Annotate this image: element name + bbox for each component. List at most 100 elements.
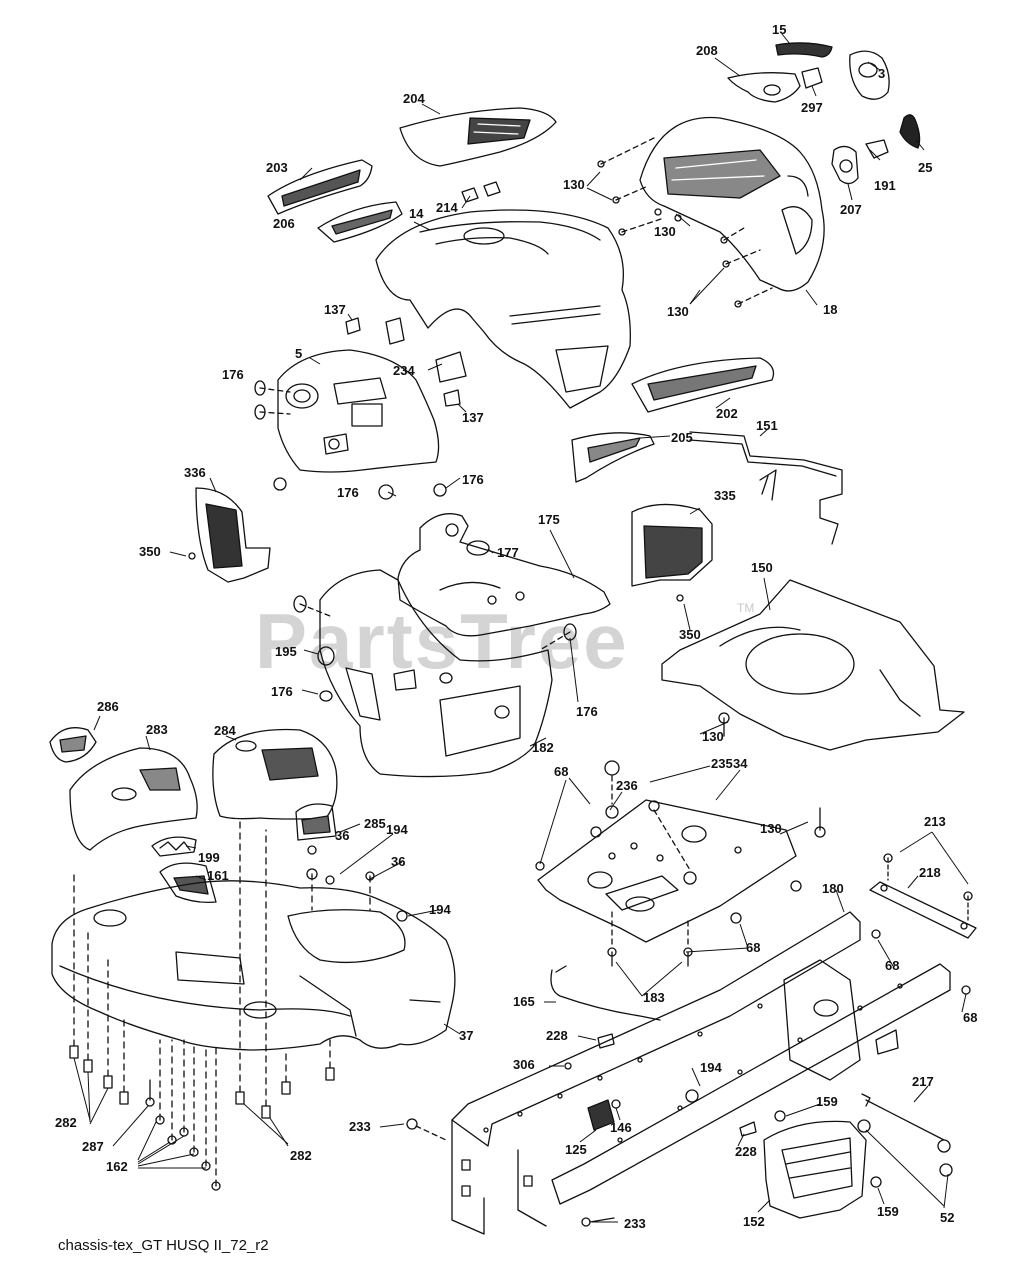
part-34-plate [537, 799, 797, 943]
screw-350-b [676, 594, 684, 602]
part-175-dash-support [397, 513, 611, 637]
part-206-grille [317, 201, 403, 243]
callout-203: 203 [266, 160, 288, 175]
part-283-cover [69, 747, 198, 851]
callout-208: 208 [696, 43, 718, 58]
callout-284: 284 [214, 723, 236, 738]
callout-236: 236 [616, 778, 638, 793]
part-191-clip [865, 139, 889, 159]
callout-159-a: 159 [816, 1094, 838, 1109]
callout-177: 177 [497, 545, 519, 560]
part-297-clip [801, 67, 823, 89]
callout-235: 235 [711, 756, 733, 771]
part-180-frame [451, 911, 951, 1235]
part-14-hood [375, 209, 631, 409]
callout-36-a: 36 [335, 828, 349, 843]
callout-15: 15 [772, 22, 786, 37]
part-218-bracket [869, 853, 977, 995]
callout-161: 161 [207, 868, 229, 883]
part-151-brackets [689, 431, 843, 545]
callout-199: 199 [198, 850, 220, 865]
part-165-rod [550, 965, 661, 1021]
callout-195: 195 [275, 644, 297, 659]
part-150-floor-pan [661, 579, 965, 751]
part-207-housing [831, 145, 859, 185]
fender-leaders [73, 819, 371, 1187]
part-37-fender [51, 880, 456, 1051]
callout-125: 125 [565, 1142, 587, 1157]
callout-176-c: 176 [462, 472, 484, 487]
callout-5: 5 [295, 346, 302, 361]
callout-165: 165 [513, 994, 535, 1009]
part-202-grille [631, 357, 775, 413]
callout-350-b: 350 [679, 627, 701, 642]
watermark: PartsTree TM [255, 597, 754, 685]
callout-335: 335 [714, 488, 736, 503]
callout-286: 286 [97, 699, 119, 714]
part-214-clips [461, 181, 501, 203]
plate-leaders [611, 775, 691, 945]
callout-159-b: 159 [877, 1204, 899, 1219]
part-199-strip [151, 836, 197, 857]
callout-176-e: 176 [576, 704, 598, 719]
part-3-headlight [849, 50, 890, 100]
callout-130-e: 130 [760, 821, 782, 836]
callout-297: 297 [801, 100, 823, 115]
screw-350-a [188, 552, 196, 560]
callout-206: 206 [273, 216, 295, 231]
callout-233-a: 233 [349, 1119, 371, 1134]
callout-204: 204 [403, 91, 425, 106]
part-336-side-grille [195, 487, 271, 583]
callout-162: 162 [106, 1159, 128, 1174]
callout-233-b: 233 [624, 1216, 646, 1231]
callout-194-a: 194 [386, 822, 408, 837]
callout-34: 34 [733, 756, 748, 771]
callout-350-a: 350 [139, 544, 161, 559]
callout-194-c: 194 [700, 1060, 722, 1075]
callout-191: 191 [874, 178, 896, 193]
part-286-cap [49, 727, 97, 763]
part-25-lens [899, 114, 921, 149]
callout-213: 213 [924, 814, 946, 829]
diagram-caption: chassis-tex_GT HUSQ II_72_r2 [58, 1237, 269, 1254]
callout-336: 336 [184, 465, 206, 480]
callout-68-d: 68 [963, 1010, 977, 1025]
callout-3: 3 [878, 66, 885, 81]
callout-285: 285 [364, 816, 386, 831]
callout-202: 202 [716, 406, 738, 421]
callout-130-a: 130 [563, 177, 585, 192]
label-leaders [73, 33, 969, 1223]
callout-130-c: 130 [667, 304, 689, 319]
svg-text:PartsTree: PartsTree [255, 597, 629, 685]
callout-37: 37 [459, 1028, 473, 1043]
part-204-hood-cover [399, 107, 557, 167]
hood-screws-130 [597, 160, 742, 308]
part-203-grille [267, 159, 373, 215]
part-152-step [763, 1120, 867, 1219]
callout-14: 14 [409, 206, 424, 221]
callout-306: 306 [513, 1057, 535, 1072]
callout-130-b: 130 [654, 224, 676, 239]
callout-287: 287 [82, 1139, 104, 1154]
callout-68-b: 68 [885, 958, 899, 973]
callout-183: 183 [643, 990, 665, 1005]
part-217-rod [857, 1093, 953, 1188]
callout-194-b: 194 [429, 902, 451, 917]
callout-137-a: 137 [324, 302, 346, 317]
callout-25: 25 [918, 160, 932, 175]
callout-137-b: 137 [462, 410, 484, 425]
callout-283: 283 [146, 722, 168, 737]
callout-151: 151 [756, 418, 778, 433]
part-285-insert [295, 803, 337, 841]
part-208-bracket [727, 72, 801, 103]
callout-52: 52 [940, 1210, 954, 1225]
callout-180: 180 [822, 881, 844, 896]
part-234-decal [385, 317, 467, 383]
callout-228-a: 228 [546, 1028, 568, 1043]
callout-18: 18 [823, 302, 837, 317]
callout-36-b: 36 [391, 854, 405, 869]
callout-282-a: 282 [55, 1115, 77, 1130]
part-335-side-grille [631, 503, 713, 587]
part-5-dash [277, 349, 440, 473]
